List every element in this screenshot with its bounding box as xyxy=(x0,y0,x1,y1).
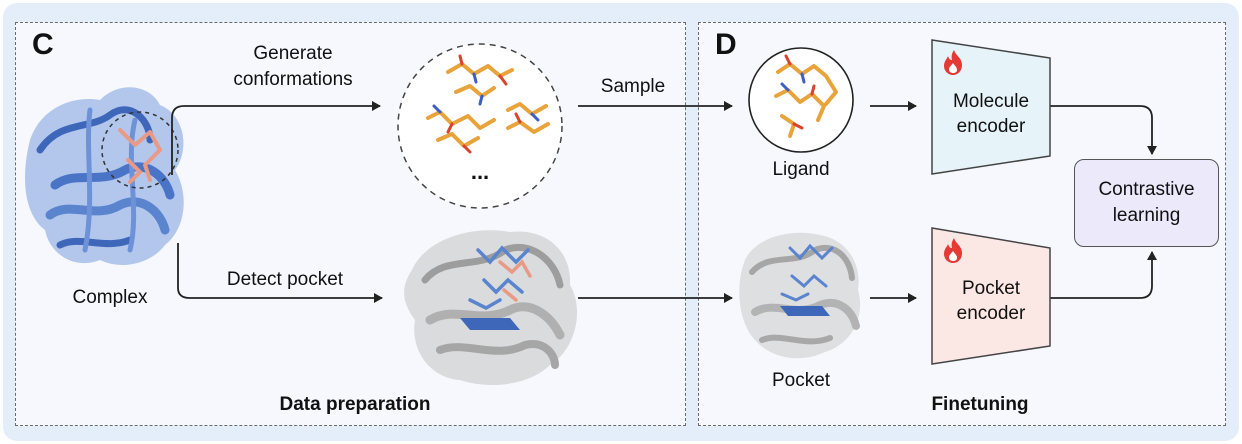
complex-label: Complex xyxy=(72,287,148,308)
pocket-protein-image xyxy=(404,230,578,385)
arrow-icon xyxy=(1050,105,1157,155)
ligand-label: Ligand xyxy=(772,159,830,180)
contrastive-learning-box xyxy=(1074,159,1219,247)
panel-c-letter: C xyxy=(32,28,54,61)
panel-d-letter: D xyxy=(715,28,737,61)
pocket-structure-image xyxy=(739,232,861,359)
generate-label-line2: conformations xyxy=(233,69,353,90)
complex-protein-image xyxy=(25,87,184,266)
arrow-icon xyxy=(1050,251,1157,299)
molecule-encoder-line2: encoder xyxy=(956,116,1026,137)
arrow-icon xyxy=(171,101,381,175)
pocket-label: Pocket xyxy=(771,370,831,391)
data-preparation-title: Data preparation xyxy=(279,394,431,415)
detect-pocket-label: Detect pocket xyxy=(226,269,344,290)
contrastive-line1: Contrastive xyxy=(1098,179,1195,200)
pocket-encoder-box xyxy=(931,227,1051,365)
generate-label-line1: Generate xyxy=(253,43,333,64)
ligand-image xyxy=(748,47,854,153)
conformations-ellipsis: ... xyxy=(470,159,490,184)
flame-icon xyxy=(944,50,962,75)
finetuning-title: Finetuning xyxy=(931,394,1029,415)
molecule-encoder-line1: Molecule xyxy=(952,91,1030,112)
conformations-image xyxy=(397,43,563,209)
pocket-encoder-line2: encoder xyxy=(956,303,1026,324)
flame-icon xyxy=(944,238,962,263)
sample-label: Sample xyxy=(600,76,666,97)
arrow-icon xyxy=(177,243,383,303)
contrastive-line2: learning xyxy=(1112,205,1181,226)
pocket-encoder-line1: Pocket xyxy=(961,278,1021,299)
molecule-encoder-box xyxy=(931,39,1051,175)
